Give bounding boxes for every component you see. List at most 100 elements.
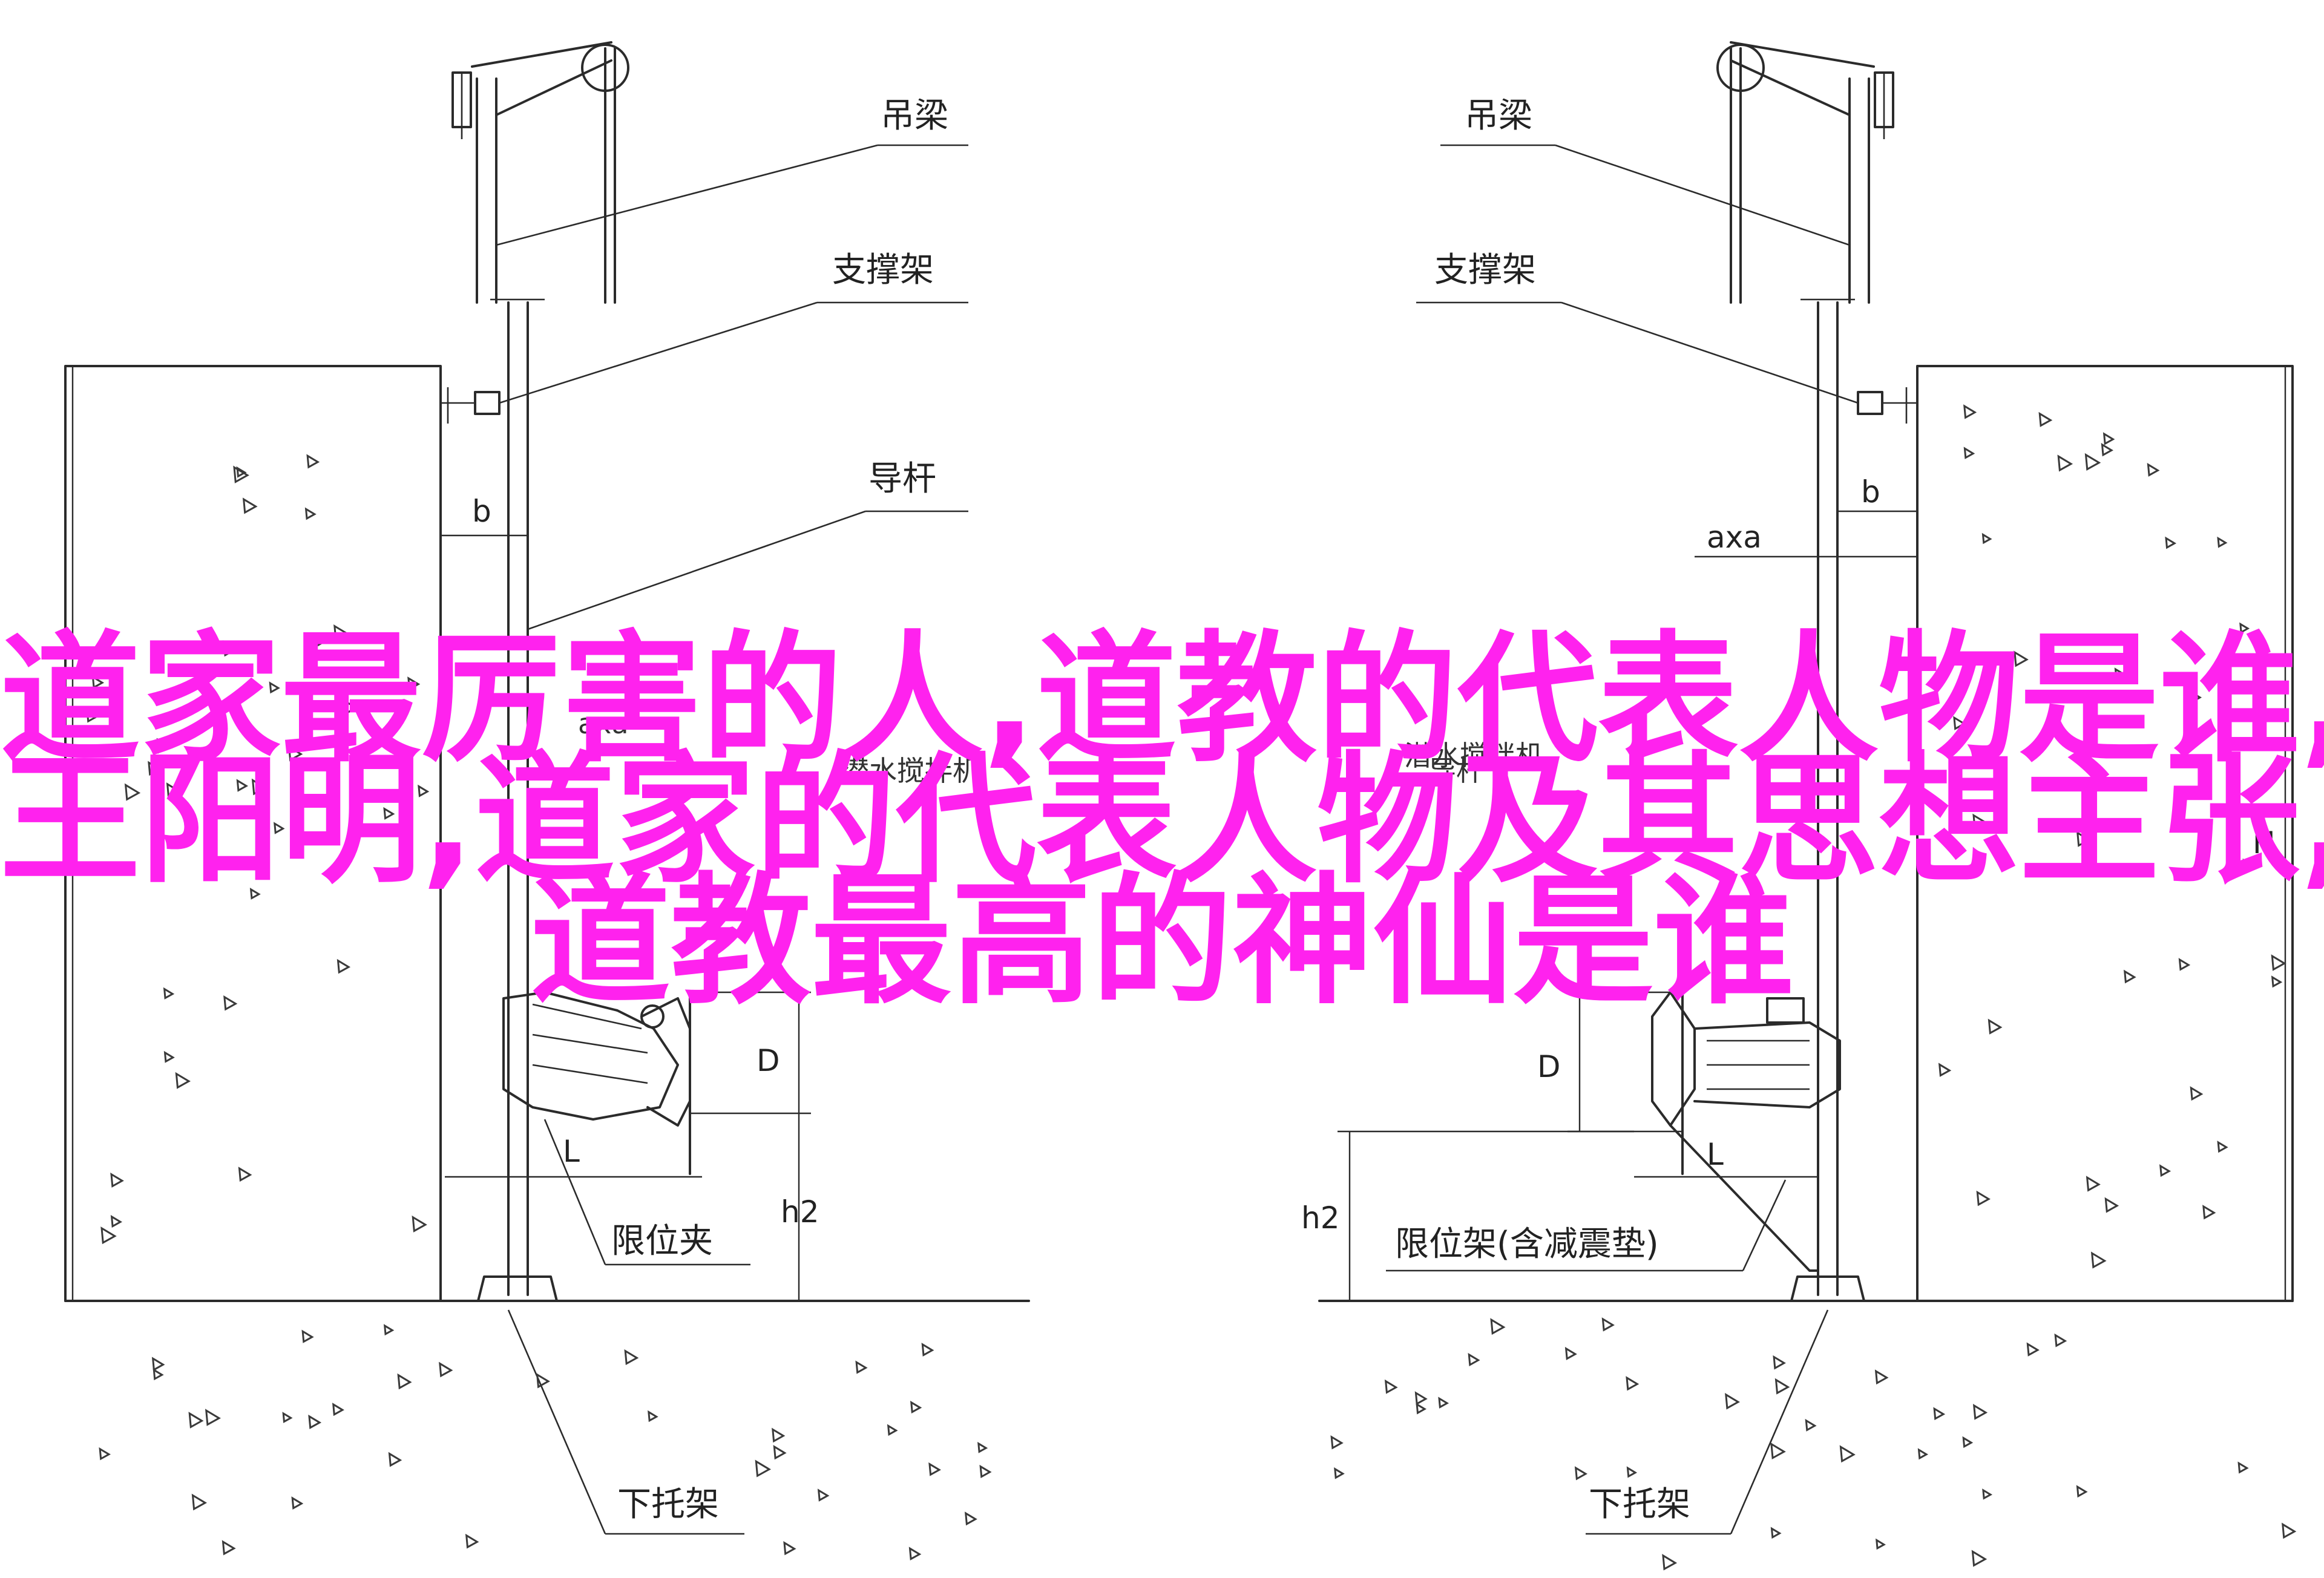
concrete-speck xyxy=(2239,622,2250,634)
concrete-texture xyxy=(86,404,2297,1571)
concrete-speck xyxy=(1601,1317,1615,1332)
concrete-speck xyxy=(99,1447,111,1461)
concrete-speck xyxy=(223,640,238,657)
concrete-speck xyxy=(1972,813,1986,828)
right-label-mixer: 潜水搅拌机 xyxy=(1404,739,1543,772)
concrete-speck xyxy=(249,888,261,900)
concrete-speck xyxy=(1933,1407,1946,1421)
concrete-speck xyxy=(2084,723,2098,738)
right-support-bracket xyxy=(1857,387,1917,424)
concrete-speck xyxy=(1438,1396,1449,1409)
concrete-speck xyxy=(536,1373,550,1389)
left-diagram: b axa D L h2 吊梁 xyxy=(64,41,1030,1535)
left-leader-lower-bracket xyxy=(507,1309,606,1534)
concrete-speck xyxy=(1874,1369,1889,1385)
concrete-speck xyxy=(1839,1445,1856,1463)
concrete-speck xyxy=(964,1511,977,1526)
left-dim-axa: axa xyxy=(578,707,629,740)
concrete-speck xyxy=(773,1445,787,1460)
left-mixer-unit xyxy=(502,991,691,1175)
concrete-speck xyxy=(188,1412,204,1429)
left-leader-support xyxy=(499,301,818,404)
concrete-speck xyxy=(2217,1141,2228,1153)
concrete-speck xyxy=(2190,1086,2204,1101)
right-dim-H: H xyxy=(2253,825,2276,860)
concrete-speck xyxy=(2101,443,2114,457)
concrete-speck xyxy=(2242,858,2256,872)
concrete-speck xyxy=(2165,536,2177,549)
concrete-speck xyxy=(1770,1527,1782,1539)
concrete-speck xyxy=(2084,453,2101,471)
concrete-speck xyxy=(1725,1393,1740,1410)
left-label-guide-rod: 导杆 xyxy=(868,459,936,499)
concrete-speck xyxy=(2076,1485,2088,1498)
concrete-speck xyxy=(1414,1391,1428,1406)
concrete-speck xyxy=(86,707,100,723)
concrete-speck xyxy=(418,784,430,797)
concrete-speck xyxy=(1805,1418,1817,1432)
concrete-speck xyxy=(233,465,249,483)
concrete-speck xyxy=(166,782,180,797)
concrete-speck xyxy=(1917,1448,1929,1460)
concrete-speck xyxy=(817,1488,830,1502)
right-dim-b: b xyxy=(1861,474,1880,509)
concrete-speck xyxy=(1626,1376,1640,1391)
left-leader-crane-beam xyxy=(496,144,878,246)
concrete-speck xyxy=(110,1215,122,1228)
concrete-speck xyxy=(1962,1436,1974,1449)
concrete-speck xyxy=(1972,1404,1988,1420)
concrete-speck xyxy=(383,807,395,820)
concrete-speck xyxy=(921,1343,934,1357)
concrete-speck xyxy=(2237,1461,2249,1474)
concrete-speck xyxy=(163,987,175,1000)
right-label-crane-beam: 吊梁 xyxy=(1465,96,1532,136)
concrete-speck xyxy=(1662,1554,1678,1571)
right-leader-crane-beam xyxy=(1555,144,1850,246)
concrete-speck xyxy=(163,1050,175,1063)
concrete-speck xyxy=(306,454,320,469)
concrete-speck xyxy=(100,1226,117,1245)
concrete-speck xyxy=(333,624,350,642)
concrete-speck xyxy=(2104,1197,2119,1213)
concrete-speck xyxy=(1564,1347,1577,1361)
concrete-speck xyxy=(1938,1062,1952,1077)
concrete-speck xyxy=(346,700,358,714)
concrete-speck xyxy=(2054,1333,2067,1347)
concrete-speck xyxy=(2086,1176,2101,1192)
concrete-speck xyxy=(282,1412,293,1424)
concrete-speck xyxy=(269,681,280,694)
concrete-speck xyxy=(624,1349,639,1366)
concrete-speck xyxy=(251,778,268,796)
concrete-speck xyxy=(1626,1466,1638,1478)
concrete-speck xyxy=(1988,1018,2003,1035)
right-leader-limit-frame xyxy=(1742,1179,1787,1271)
right-label-support-frame: 支撑架 xyxy=(1434,250,1536,290)
concrete-speck xyxy=(1774,1378,1790,1395)
left-label-mixer: 潜水搅拌机 xyxy=(841,755,980,787)
concrete-speck xyxy=(191,1493,208,1511)
concrete-speck xyxy=(855,1360,868,1374)
right-rail-foot xyxy=(1790,1275,1865,1302)
concrete-speck xyxy=(274,822,285,834)
left-leader-guide-rod xyxy=(527,510,866,630)
concrete-speck xyxy=(979,1464,992,1478)
concrete-speck xyxy=(2026,1342,2040,1357)
concrete-speck xyxy=(1770,1442,1786,1460)
left-label-lower-bracket: 下托架 xyxy=(617,1485,719,1524)
concrete-speck xyxy=(887,1424,898,1436)
left-dim-D: D xyxy=(757,1043,780,1078)
concrete-speck xyxy=(110,1172,124,1188)
concrete-speck xyxy=(648,1410,658,1422)
concrete-speck xyxy=(2102,432,2115,445)
concrete-speck xyxy=(1490,1318,1506,1335)
concrete-speck xyxy=(1982,1488,1993,1500)
right-leader-lower-bracket xyxy=(1730,1309,1829,1534)
concrete-speck xyxy=(388,1452,402,1467)
right-label-lower-bracket: 下托架 xyxy=(1589,1485,1690,1524)
left-label-support-frame: 支撑架 xyxy=(832,250,934,290)
concrete-speck xyxy=(1953,716,1966,730)
concrete-speck xyxy=(928,1462,941,1476)
concrete-speck xyxy=(2014,650,2029,667)
concrete-speck xyxy=(2057,454,2073,472)
